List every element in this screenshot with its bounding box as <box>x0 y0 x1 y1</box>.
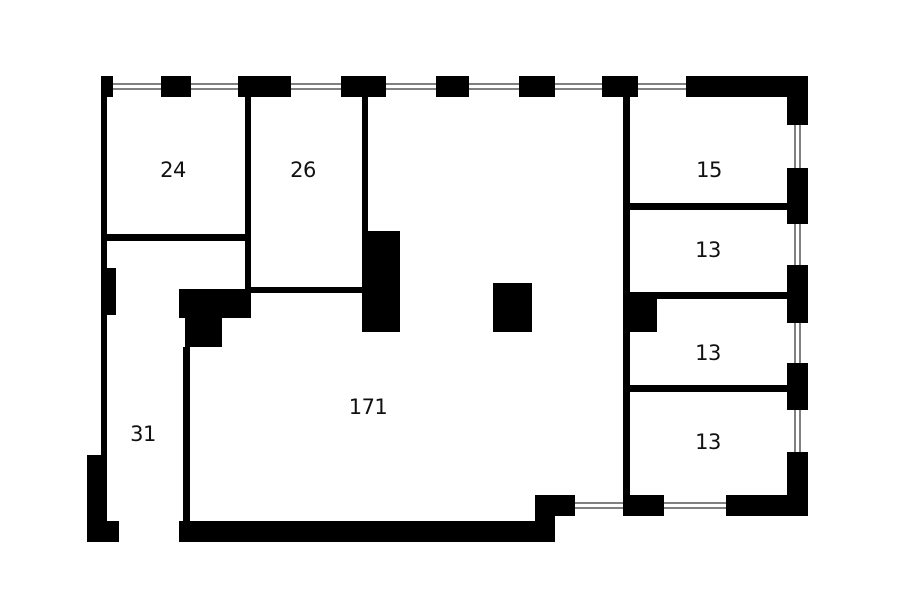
room-area-label: 13 <box>695 430 721 454</box>
room-area-label: 15 <box>696 158 722 182</box>
room-area-label: 13 <box>695 238 721 262</box>
room-area-label: 31 <box>130 422 156 446</box>
room-area-label: 13 <box>695 341 721 365</box>
room-area-label: 26 <box>290 158 316 182</box>
room-area-label: 24 <box>160 158 186 182</box>
walls <box>87 76 808 542</box>
room-area-label: 171 <box>348 395 388 419</box>
column <box>493 283 532 332</box>
